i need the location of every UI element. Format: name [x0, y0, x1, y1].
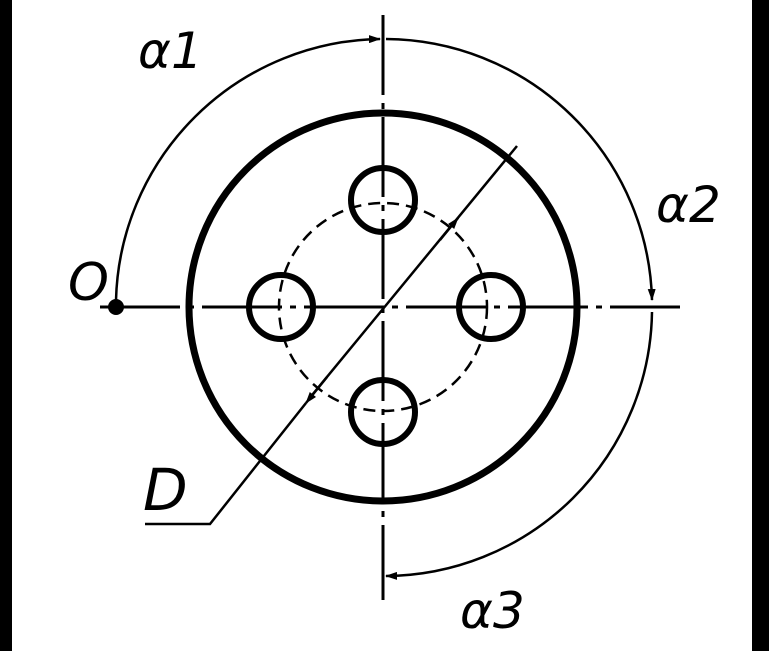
origin-point — [108, 299, 124, 315]
right-frame-border — [752, 0, 769, 651]
hole-right — [456, 272, 526, 342]
bolt-circle — [277, 201, 489, 413]
alpha2-arc — [385, 37, 656, 301]
diameter-arrow-lower — [305, 376, 328, 404]
diameter-leader — [145, 402, 307, 526]
flange-outer-circle — [185, 109, 581, 505]
origin-label: O — [68, 253, 109, 313]
alpha1-label: α1 — [138, 22, 203, 80]
left-frame-border — [0, 0, 12, 651]
hole-left — [246, 272, 316, 342]
diameter-label: D — [143, 456, 188, 524]
diameter-arrow-upper — [439, 217, 459, 241]
hole-bottom — [348, 377, 418, 447]
hole-top — [348, 165, 418, 235]
alpha3-arc — [385, 311, 654, 580]
alpha3-label: α3 — [460, 582, 525, 640]
alpha2-label: α2 — [656, 176, 721, 234]
diameter-dimension-line — [307, 145, 518, 401]
alpha1-arc — [114, 35, 381, 301]
